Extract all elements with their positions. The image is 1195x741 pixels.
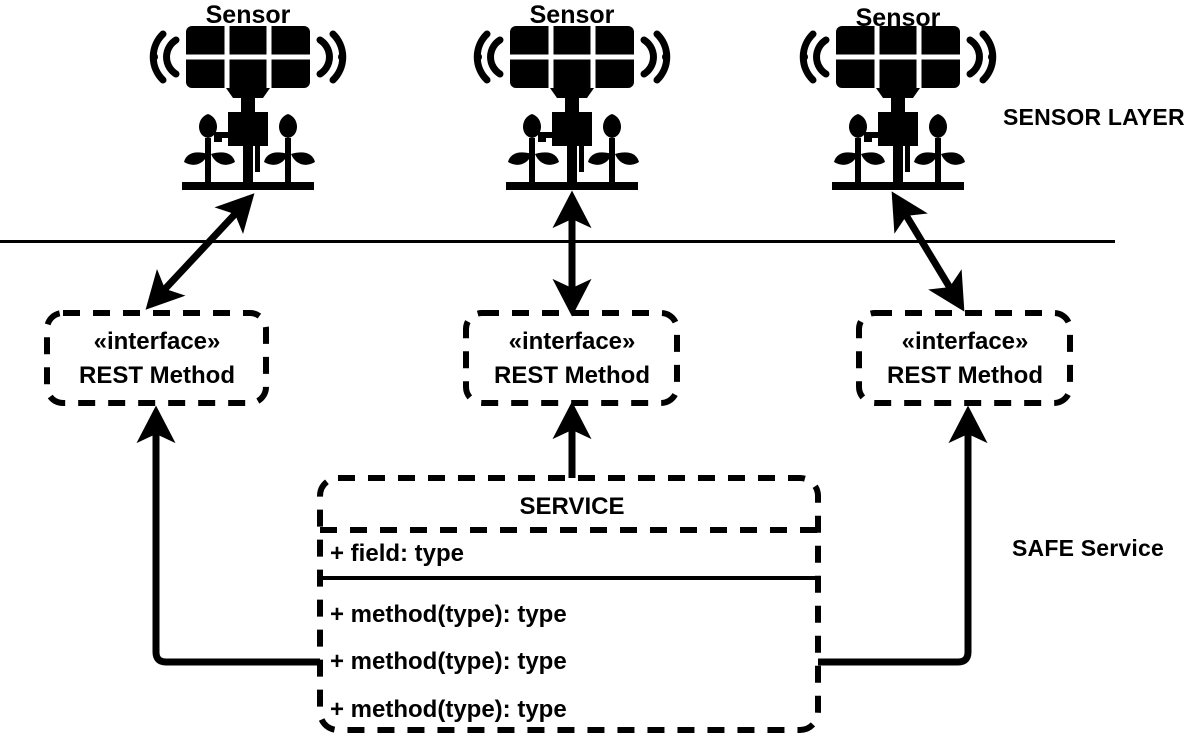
service-method-row-3: + method(type): type bbox=[330, 696, 567, 723]
service-method-row-2: + method(type): type bbox=[330, 648, 567, 675]
service-method-row-1: + method(type): type bbox=[330, 601, 567, 628]
interface-box-2[interactable] bbox=[463, 310, 680, 406]
connector-sensor-1-interface-1 bbox=[145, 193, 255, 310]
service-title: SERVICE bbox=[519, 493, 625, 520]
sensor-icon-2 bbox=[474, 26, 670, 190]
connector-sensor-3-interface-3 bbox=[891, 191, 965, 312]
connector-service-interface-1 bbox=[136, 405, 320, 666]
service-field-row: + field: type bbox=[330, 540, 465, 567]
service-box[interactable] bbox=[317, 475, 821, 733]
interface-box-3[interactable] bbox=[856, 310, 1073, 406]
interface-box-1[interactable] bbox=[44, 310, 269, 406]
interface-1-name: REST Method bbox=[79, 362, 235, 389]
interface-2-stereotype: «interface» bbox=[508, 328, 636, 355]
sensor-label-2: Sensor bbox=[529, 1, 615, 29]
interface-3-name: REST Method bbox=[887, 362, 1043, 389]
connector-service-interface-3 bbox=[818, 405, 988, 666]
sensor-icon-1 bbox=[150, 26, 346, 190]
interface-3-stereotype: «interface» bbox=[901, 328, 1029, 355]
sensor-icon-3 bbox=[800, 26, 996, 190]
sensor-label-1: Sensor bbox=[205, 1, 291, 29]
safe-service-layer-label: SAFE Service bbox=[1012, 535, 1164, 561]
sensor-layer-label: SENSOR LAYER bbox=[1003, 104, 1185, 130]
interface-2-name: REST Method bbox=[494, 362, 650, 389]
sensor-label-3: Sensor bbox=[855, 4, 941, 32]
interface-1-stereotype: «interface» bbox=[93, 328, 221, 355]
